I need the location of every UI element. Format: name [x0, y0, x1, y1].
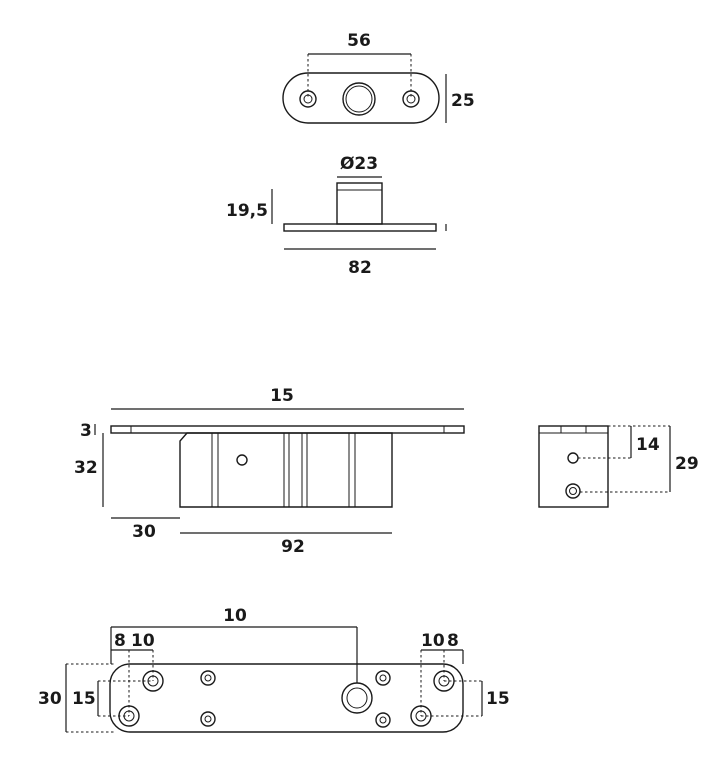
bottom-dim-10-center: 10	[223, 606, 247, 626]
side-dim-diameter: Ø23	[340, 154, 378, 174]
top-left-hole-outer	[299, 90, 317, 108]
bottom-hole-small-4-outer	[375, 712, 391, 728]
bottom-dim-left-8: 8	[114, 631, 126, 651]
bottom-dim-right-15: 15	[486, 689, 510, 709]
bottom-dim-left-10: 10	[131, 631, 155, 651]
bottom-hole-small-2-inner	[204, 715, 212, 723]
bottom-hole-small-1-outer	[200, 670, 216, 686]
front-view: 15 3 32 30 92	[74, 386, 465, 557]
front-dim-92: 92	[281, 537, 305, 557]
side-dim-length: 82	[348, 258, 372, 278]
bottom-dim-right-8: 8	[447, 631, 459, 651]
end-view: 14 29	[538, 425, 699, 508]
top-center-boss	[342, 82, 376, 116]
side-boss	[336, 182, 383, 225]
top-plate-outline	[282, 72, 440, 124]
front-body	[179, 432, 393, 508]
bottom-dim-right-10: 10	[421, 631, 445, 651]
bottom-view: 10 8 10 10 8 30 15 15	[38, 606, 510, 733]
front-plate	[110, 425, 465, 434]
end-dim-14: 14	[636, 435, 660, 455]
front-dim-3: 3	[80, 421, 92, 441]
bottom-hole-small-3-inner	[379, 674, 387, 682]
top-dim-56: 56	[347, 31, 371, 51]
bottom-dim-left-15: 15	[72, 689, 96, 709]
bottom-hole-center-inner	[346, 687, 368, 709]
front-screw-hole	[236, 454, 248, 466]
end-upper-hole	[567, 452, 579, 464]
top-center-boss-inner	[345, 85, 373, 113]
end-lower-hole-inner	[569, 487, 577, 495]
top-right-hole-outer	[402, 90, 420, 108]
side-dim-height: 19,5	[226, 201, 268, 221]
front-dim-30: 30	[132, 522, 156, 542]
front-dim-15: 15	[270, 386, 294, 406]
end-lower-hole-outer	[565, 483, 581, 499]
top-view: 56 25	[282, 31, 475, 124]
side-view: Ø23 19,5 82	[226, 154, 447, 278]
top-dim-25: 25	[451, 91, 475, 111]
side-base-plate	[283, 223, 437, 232]
front-dim-32: 32	[74, 458, 98, 478]
bottom-plate-outline	[109, 663, 464, 733]
end-dim-29: 29	[675, 454, 699, 474]
bottom-hole-small-3-outer	[375, 670, 391, 686]
bottom-dim-30: 30	[38, 689, 62, 709]
bottom-hole-small-4-inner	[379, 716, 387, 724]
bottom-hole-small-2-outer	[200, 711, 216, 727]
bottom-hole-small-1-inner	[204, 674, 212, 682]
